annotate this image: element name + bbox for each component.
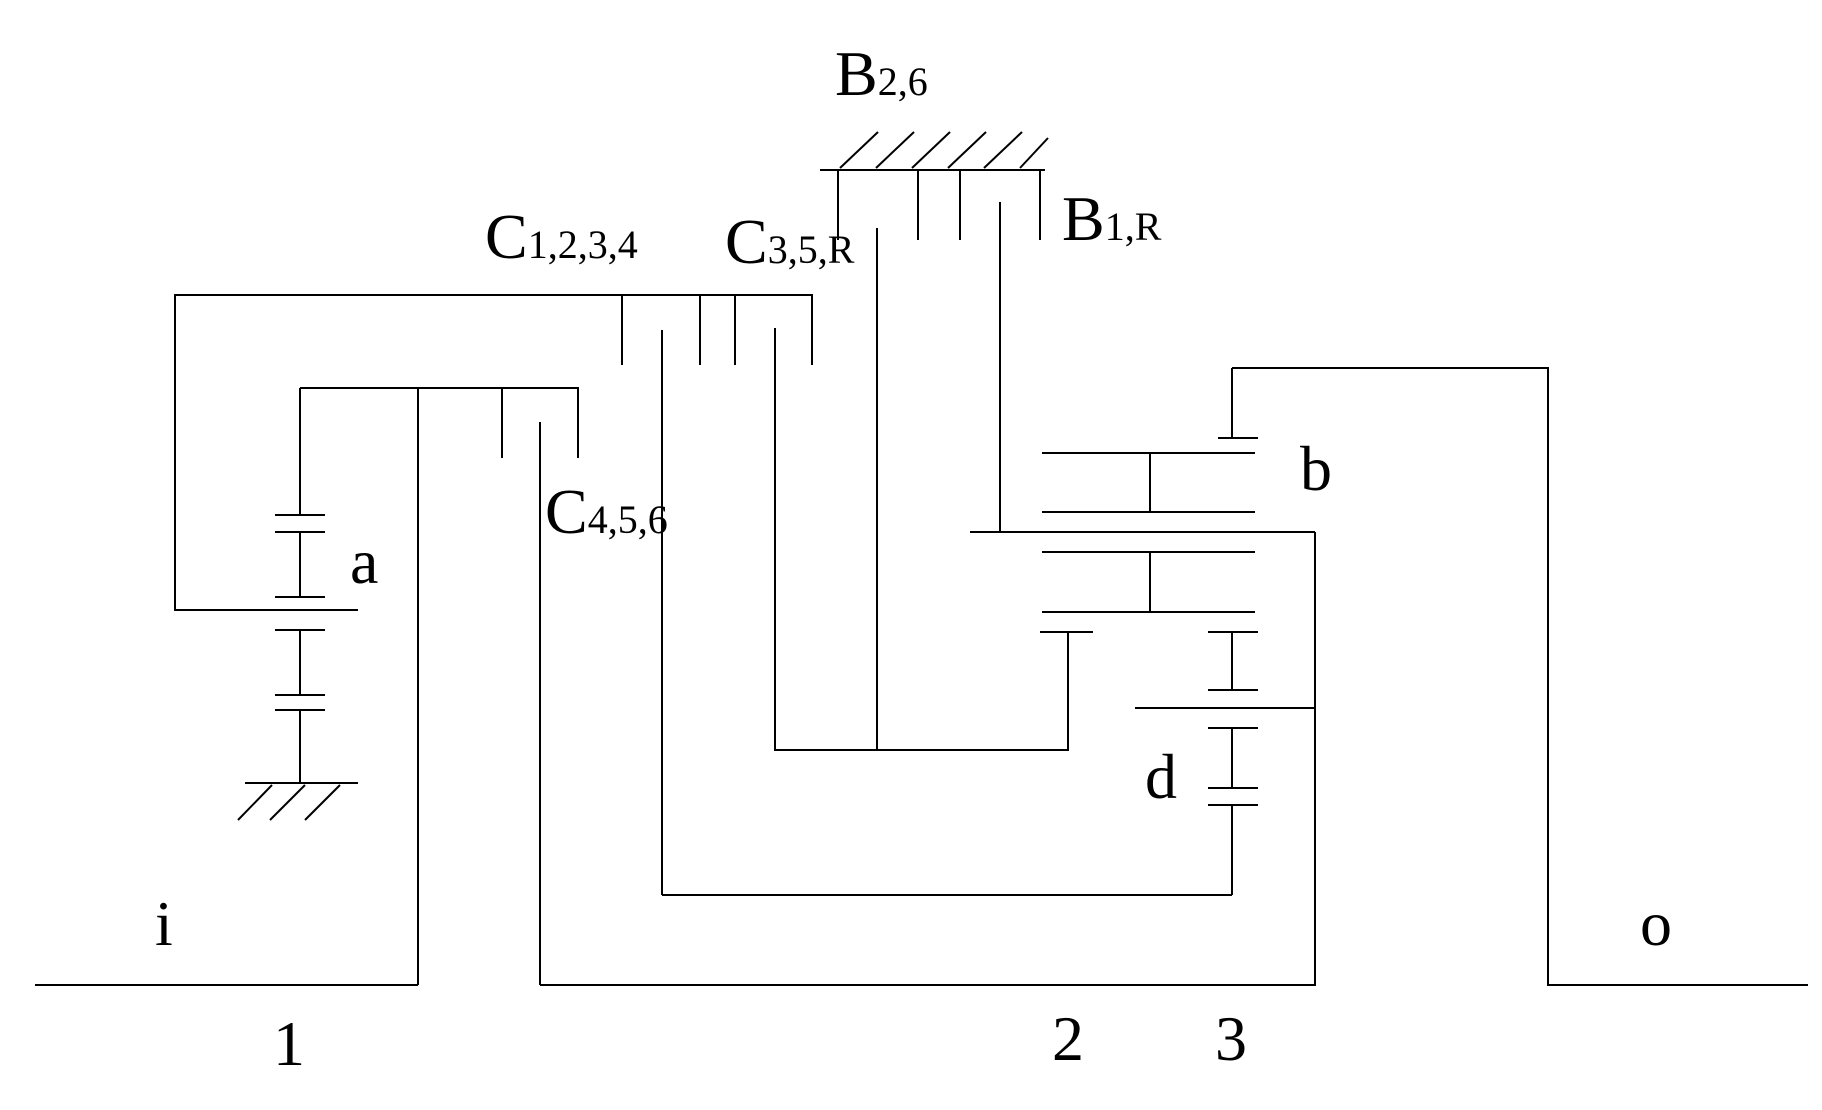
label-gear-a: a xyxy=(350,526,378,597)
brake-b1r xyxy=(970,170,1315,533)
label-c1234: C1,2,3,4 xyxy=(485,201,638,272)
ground-hatch-top xyxy=(820,131,1049,171)
clutch-c35r xyxy=(774,228,1093,751)
label-input: i xyxy=(155,888,173,959)
gear-set-a xyxy=(275,388,358,783)
clutch-c1234 xyxy=(174,294,813,895)
label-shaft-1: 1 xyxy=(273,1008,305,1079)
brake-b26 xyxy=(837,170,961,240)
label-b26: B2,6 xyxy=(835,38,928,109)
label-output: o xyxy=(1640,888,1672,959)
label-shaft-3: 3 xyxy=(1215,1003,1247,1074)
label-c35r: C3,5,R xyxy=(725,206,855,277)
label-gear-b: b xyxy=(1300,433,1332,504)
label-c456: C4,5,6 xyxy=(545,476,668,547)
label-shaft-2: 2 xyxy=(1052,1003,1084,1074)
ground-hatch-left xyxy=(237,782,358,821)
label-b1r: B1,R xyxy=(1062,183,1162,254)
clutch-c456 xyxy=(300,387,579,985)
label-gear-d: d xyxy=(1145,741,1177,812)
gear-sets-b-d xyxy=(540,367,1808,986)
